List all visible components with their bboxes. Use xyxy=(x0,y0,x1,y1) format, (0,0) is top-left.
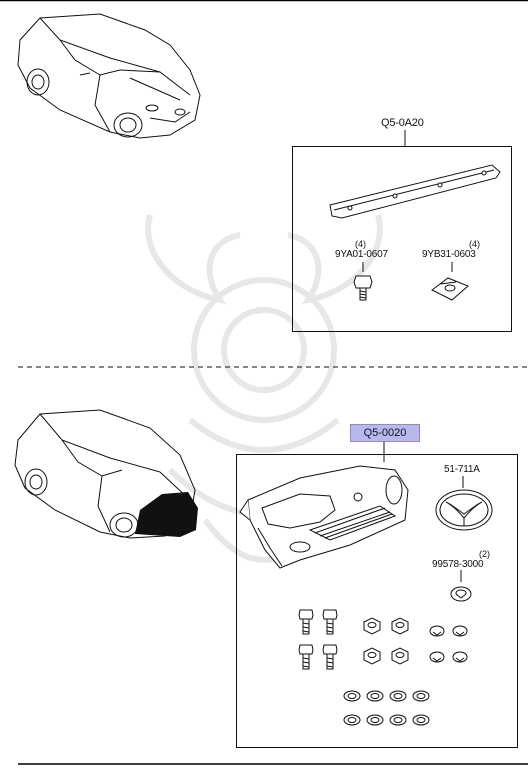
washer-icon-group xyxy=(343,690,430,726)
bolt-icon xyxy=(322,609,338,635)
nut-icon xyxy=(363,617,381,635)
clip-icon xyxy=(452,651,468,663)
washer-icon xyxy=(366,690,384,702)
part-number[interactable]: 9YA01-0607 xyxy=(335,249,388,260)
kit-number-bottom-highlighted[interactable]: Q5-0020 xyxy=(350,424,420,442)
washer-icon xyxy=(366,714,384,726)
washer-icon xyxy=(389,690,407,702)
kit-box-top xyxy=(292,146,512,332)
bolt-icon xyxy=(322,644,338,670)
nut-icon xyxy=(391,647,409,665)
clip-nut-icon xyxy=(431,277,469,301)
nut-icon xyxy=(363,647,381,665)
bolt-icon-group xyxy=(298,609,338,670)
clip-icon xyxy=(452,625,468,637)
part-qty: (2) xyxy=(479,549,490,559)
nut-icon-group xyxy=(363,617,409,665)
car-icon xyxy=(17,13,201,139)
emblem-icon xyxy=(435,489,493,531)
washer-icon xyxy=(343,690,361,702)
part-number[interactable]: 99578-3000 xyxy=(432,559,484,570)
part-number[interactable]: 51-711A xyxy=(444,464,480,475)
bumper-icon xyxy=(239,465,409,569)
bolt-icon xyxy=(353,275,373,301)
kit-box-bottom xyxy=(236,454,518,748)
bolt-icon xyxy=(298,644,314,670)
part-qty: (4) xyxy=(355,239,366,249)
part-qty: (4) xyxy=(469,239,480,249)
part-number[interactable]: 9YB31-0603 xyxy=(422,249,476,260)
rail-icon xyxy=(329,164,501,219)
washer-icon xyxy=(343,714,361,726)
clip-icon xyxy=(429,651,445,663)
nut-icon xyxy=(391,617,409,635)
bolt-icon xyxy=(298,609,314,635)
washer-icon xyxy=(389,714,407,726)
bumper-highlight xyxy=(135,492,198,537)
clip-icon xyxy=(429,625,445,637)
washer-icon xyxy=(412,714,430,726)
grommet-icon xyxy=(450,586,472,602)
clip-icon-group xyxy=(429,625,468,663)
washer-icon xyxy=(412,690,430,702)
kit-number-top[interactable]: Q5-0A20 xyxy=(381,117,424,129)
